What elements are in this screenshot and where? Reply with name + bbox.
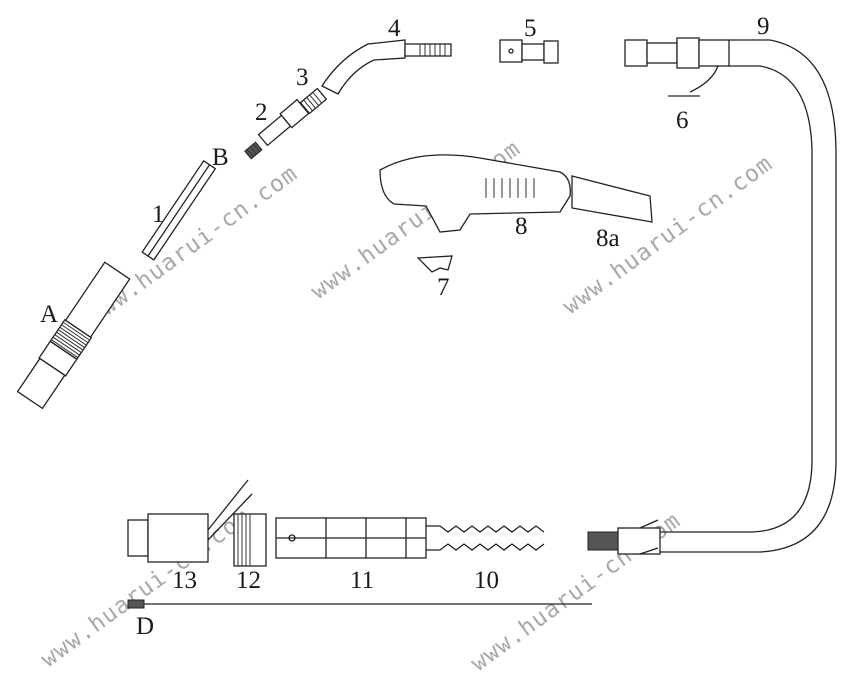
part-1-tube bbox=[141, 159, 217, 261]
part-3-diffuser bbox=[299, 87, 328, 115]
label-a: A bbox=[40, 301, 58, 328]
part-b-connector bbox=[244, 141, 263, 160]
label-b: B bbox=[212, 144, 229, 171]
label-9: 9 bbox=[757, 13, 770, 40]
part-11-housing bbox=[275, 517, 427, 559]
part-8-handle bbox=[379, 154, 571, 233]
watermark-layer: www.huarui-cn.com www.huarui-cn.com www.… bbox=[36, 135, 777, 676]
part-10-spring bbox=[426, 525, 545, 551]
label-1: 1 bbox=[152, 201, 165, 228]
part-8a-rear-grip bbox=[571, 175, 653, 223]
label-8: 8 bbox=[515, 213, 528, 240]
label-10: 10 bbox=[474, 567, 499, 594]
part-6-wire bbox=[668, 65, 719, 97]
label-12: 12 bbox=[236, 567, 261, 594]
part-5-adaptor bbox=[499, 39, 559, 64]
part-7-trigger bbox=[416, 255, 453, 273]
part-12-ring-nut bbox=[233, 513, 267, 567]
label-4: 4 bbox=[388, 15, 401, 42]
label-7: 7 bbox=[437, 274, 450, 301]
part-a-nozzle bbox=[16, 261, 131, 410]
label-13: 13 bbox=[172, 567, 197, 594]
watermark: www.huarui-cn.com bbox=[558, 150, 777, 319]
part-d-liner bbox=[127, 599, 592, 609]
label-d: D bbox=[136, 613, 154, 640]
label-5: 5 bbox=[524, 15, 537, 42]
label-6: 6 bbox=[676, 107, 689, 134]
label-3: 3 bbox=[296, 64, 309, 91]
part-4-swan-neck bbox=[321, 39, 452, 95]
part-9-cable bbox=[587, 37, 837, 555]
part-13-connector bbox=[127, 479, 253, 563]
label-11: 11 bbox=[350, 567, 374, 594]
label-8a: 8a bbox=[596, 225, 620, 252]
label-2: 2 bbox=[255, 99, 268, 126]
